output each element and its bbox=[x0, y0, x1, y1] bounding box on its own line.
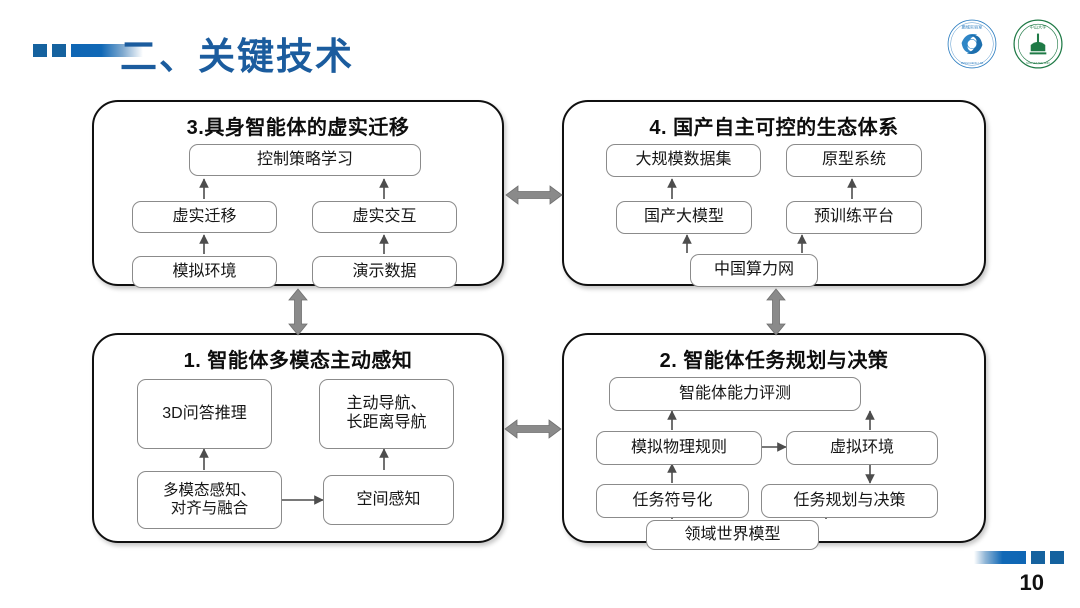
section-box-3-embodied-sim2real: 3.具身智能体的虚实迁移 控制策略学习 虚实迁移 虚实交互 模拟环境 演示数据 bbox=[92, 100, 506, 288]
node-domain-world-model[interactable]: 领域世界模型 bbox=[646, 520, 819, 550]
node-simulation-environment[interactable]: 模拟环境 bbox=[132, 256, 277, 288]
section-3-connectors bbox=[94, 102, 506, 288]
section-3-title: 3.具身智能体的虚实迁移 bbox=[186, 117, 410, 139]
footer-decoration bbox=[974, 551, 1064, 564]
node-large-scale-dataset[interactable]: 大规模数据集 bbox=[606, 144, 761, 177]
node-3d-qa-reasoning[interactable]: 3D问答推理 bbox=[137, 379, 272, 449]
double-arrow-vertical-left bbox=[285, 288, 311, 341]
node-sim2real-transfer[interactable]: 虚实迁移 bbox=[132, 201, 277, 233]
node-prototype-system[interactable]: 原型系统 bbox=[786, 144, 922, 177]
node-china-computing-network[interactable]: 中国算力网 bbox=[690, 254, 818, 287]
node-sim2real-interaction[interactable]: 虚实交互 bbox=[312, 201, 457, 233]
node-control-policy-learning[interactable]: 控制策略学习 bbox=[189, 144, 421, 176]
section-4-title: 4. 国产自主可控的生态体系 bbox=[649, 117, 899, 139]
svg-text:鹏城实验室: 鹏城实验室 bbox=[962, 23, 983, 29]
section-1-connectors bbox=[94, 335, 506, 545]
node-multimodal-perception-alignment-fusion[interactable]: 多模态感知、 对齐与融合 bbox=[137, 471, 282, 529]
node-pretraining-platform[interactable]: 预训练平台 bbox=[786, 201, 922, 234]
footer-deco-square-1 bbox=[1031, 551, 1045, 564]
sun-yat-sen-university-logo: 中山大学 SUN YAT-SEN UNIV bbox=[1013, 19, 1063, 69]
node-spatial-perception[interactable]: 空间感知 bbox=[323, 475, 454, 525]
node-demonstration-data[interactable]: 演示数据 bbox=[312, 256, 457, 288]
page-number: 10 bbox=[1019, 570, 1044, 595]
svg-text:中山大学: 中山大学 bbox=[1030, 23, 1047, 29]
section-box-2-task-planning-decision: 2. 智能体任务规划与决策 智能体能力评测 模拟物理规则 虚拟环境 任务符号化 … bbox=[562, 333, 986, 550]
page-title: 二、关键技术 bbox=[120, 36, 354, 77]
node-simulated-physics-rules[interactable]: 模拟物理规则 bbox=[596, 431, 762, 465]
header-deco-bar bbox=[71, 44, 143, 57]
footer-deco-square-2 bbox=[1050, 551, 1064, 564]
footer-deco-bar bbox=[974, 551, 1026, 564]
svg-text:SUN YAT-SEN UNIV: SUN YAT-SEN UNIV bbox=[1026, 61, 1050, 65]
section-2-title: 2. 智能体任务规划与决策 bbox=[659, 350, 889, 372]
node-task-symbolization[interactable]: 任务符号化 bbox=[596, 484, 749, 518]
logo-group: 鹏城实验室 PENGCHENG LAB 中山大学 SUN YAT-SEN UNI… bbox=[946, 18, 1064, 70]
section-box-1-multimodal-active-perception: 1. 智能体多模态主动感知 3D问答推理 主动导航、 长距离导航 多模态感知、 … bbox=[92, 333, 504, 543]
node-domestic-large-model[interactable]: 国产大模型 bbox=[616, 201, 752, 234]
node-agent-capability-evaluation[interactable]: 智能体能力评测 bbox=[609, 377, 861, 411]
section-4-connectors bbox=[564, 102, 988, 288]
header-deco-square-1 bbox=[33, 44, 47, 57]
double-arrow-horizontal-bottom bbox=[504, 416, 562, 447]
node-task-planning-and-decision[interactable]: 任务规划与决策 bbox=[761, 484, 938, 518]
svg-text:PENGCHENG LAB: PENGCHENG LAB bbox=[961, 61, 984, 65]
header-decoration bbox=[33, 44, 143, 57]
section-1-title: 1. 智能体多模态主动感知 bbox=[183, 350, 413, 372]
double-arrow-horizontal-top bbox=[505, 182, 563, 213]
node-virtual-environment[interactable]: 虚拟环境 bbox=[786, 431, 938, 465]
header-deco-square-2 bbox=[52, 44, 66, 57]
node-active-and-long-range-navigation[interactable]: 主动导航、 长距离导航 bbox=[319, 379, 454, 449]
section-box-4-domestic-ecosystem: 4. 国产自主可控的生态体系 大规模数据集 原型系统 国产大模型 预训练平台 中… bbox=[562, 100, 988, 288]
double-arrow-vertical-right bbox=[763, 288, 789, 341]
pengcheng-laboratory-logo: 鹏城实验室 PENGCHENG LAB bbox=[947, 19, 997, 69]
